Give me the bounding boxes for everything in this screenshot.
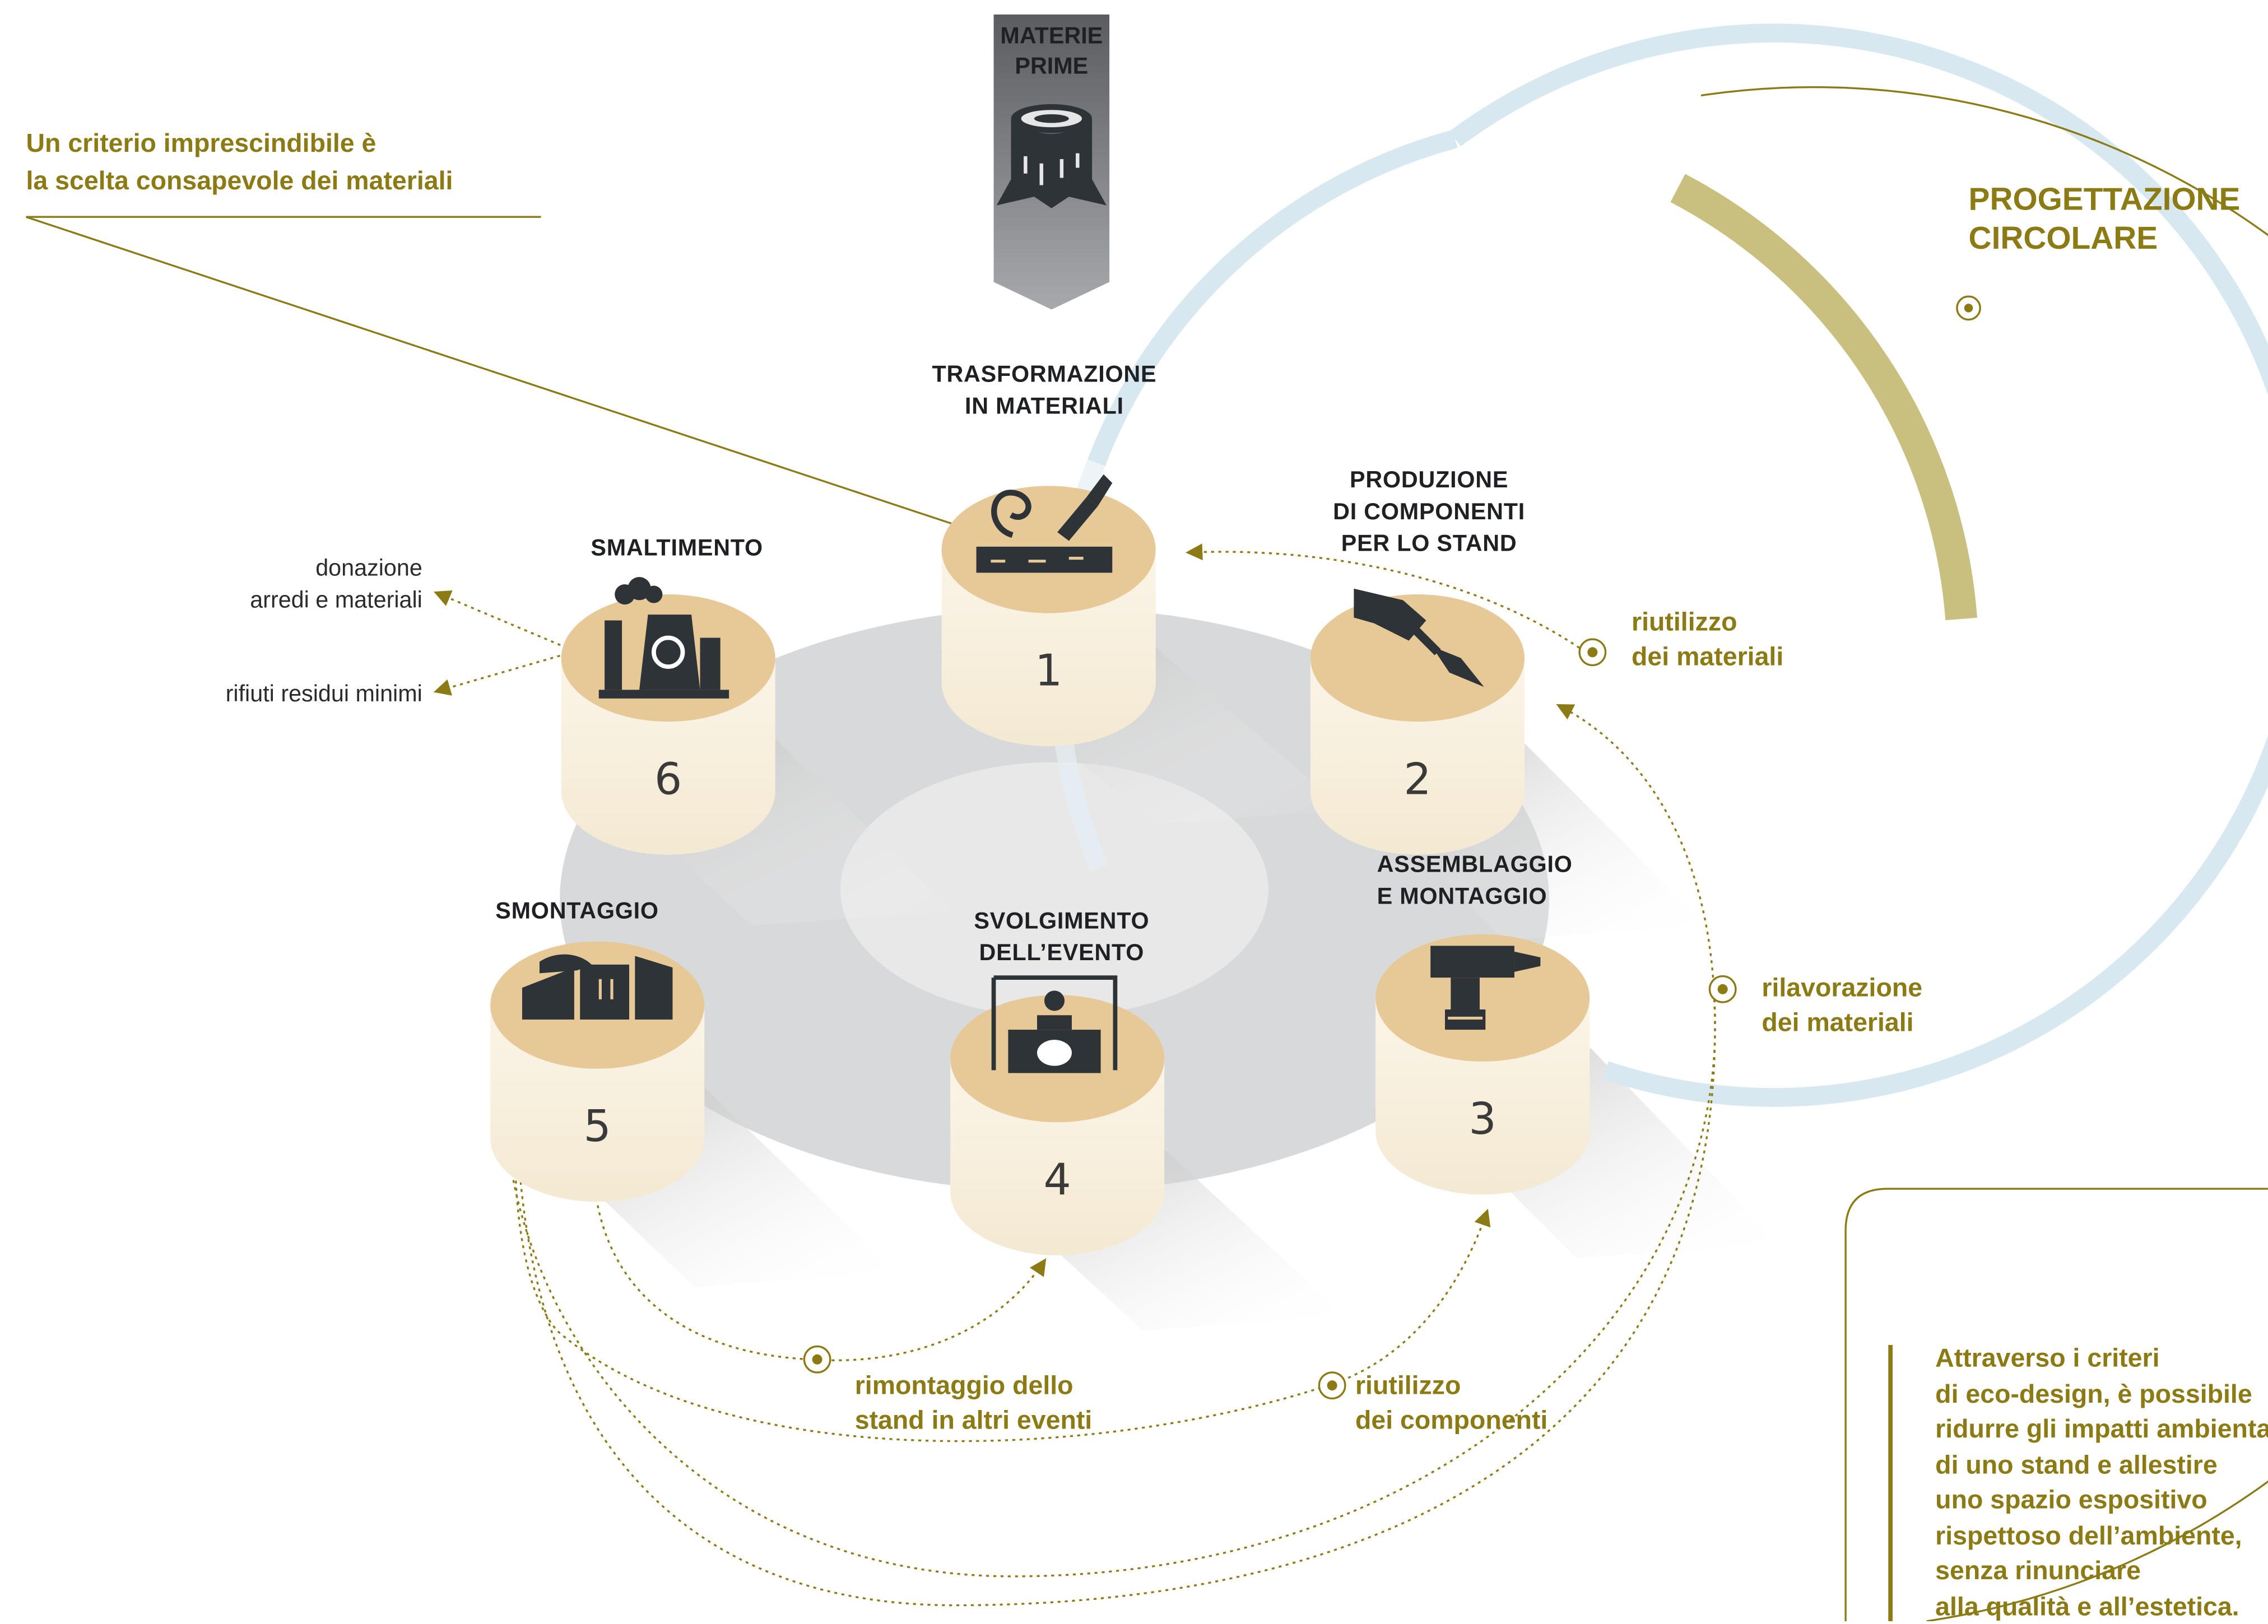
circular-ring-khaki <box>1670 174 1977 621</box>
step-4-number: 4 <box>1044 1155 1071 1205</box>
reuse-materials-line1: riutilizzo <box>1632 607 1737 636</box>
info-box-line: ridurre gli impatti ambientali <box>1935 1414 2268 1444</box>
reassembly-label: rimontaggio dello stand in altri eventi <box>855 1368 1093 1437</box>
paintbrush-hand-icon <box>1354 588 1484 687</box>
step-3-cylinder: 3 <box>1375 934 1590 1195</box>
info-box-line: senza rinunciare <box>1935 1556 2141 1585</box>
flow-residual <box>433 653 568 696</box>
flow-rework-materials <box>1556 704 1715 993</box>
circular-ring-light-blue <box>1449 24 2268 1107</box>
info-box-line: uno spazio espositivo <box>1935 1485 2207 1514</box>
step-1-title-line2: IN MATERIALI <box>964 394 1124 420</box>
step-1-cylinder: 1 <box>941 474 1156 747</box>
step-5-cylinder: 5 <box>490 941 705 1202</box>
intro-text: Un criterio imprescindibile è la scelta … <box>26 124 453 199</box>
info-box-line: alla qualità e all’estetica. <box>1935 1592 2239 1621</box>
info-box-line: di uno stand e allestire <box>1935 1450 2218 1479</box>
intro-line1: Un criterio imprescindibile è <box>26 128 377 158</box>
tree-stump-icon <box>996 104 1107 208</box>
step-1-title: TRASFORMAZIONE IN MATERIALI <box>900 360 1189 424</box>
info-box-line: Attraverso i criteri <box>1935 1343 2160 1372</box>
step-3-title-line1: ASSEMBLAGGIO <box>1377 853 1573 878</box>
residual-waste-note: rifiuti residui minimi <box>225 682 422 708</box>
raw-materials-title: MATERIE PRIME <box>994 22 1110 82</box>
reassembly-line1: rimontaggio dello <box>854 1371 1073 1400</box>
step-2-cylinder: 2 <box>1310 588 1525 855</box>
step-3-title-line2: E MONTAGGIO <box>1377 885 1547 910</box>
reuse-components-label: riutilizzo dei componenti <box>1355 1368 1547 1437</box>
step-4-title-line2: DELL’EVENTO <box>979 941 1145 966</box>
step-5-number: 5 <box>584 1101 611 1152</box>
circular-title-line2: CIRCOLARE <box>1968 220 2158 256</box>
circular-design-title: PROGETTAZIONE CIRCOLARE <box>1969 179 2241 257</box>
exhibition-stand-icon <box>991 975 1118 1073</box>
step-3-title: ASSEMBLAGGIO E MONTAGGIO <box>1377 850 1594 914</box>
rework-materials-line2: dei materiali <box>1762 1008 1914 1037</box>
step-5-title: SMONTAGGIO <box>483 897 671 929</box>
step-2-title: PRODUZIONE DI COMPONENTI PER LO STAND <box>1284 466 1573 561</box>
step-2-title-line1: PRODUZIONE <box>1350 468 1509 494</box>
info-box-text: Attraverso i criteri di eco-design, è po… <box>1935 1341 2268 1624</box>
reuse-components-line1: riutilizzo <box>1355 1371 1461 1400</box>
packed-boxes-icon <box>522 954 673 1020</box>
woodworking-chisel-icon <box>976 474 1113 573</box>
platform-inner-ellipse <box>840 762 1269 1017</box>
raw-materials-line1: MATERIE <box>1000 24 1103 49</box>
raw-materials-line2: PRIME <box>1015 55 1089 80</box>
reuse-materials-line2: dei materiali <box>1632 642 1784 671</box>
power-drill-icon <box>1430 946 1541 1030</box>
flow-reassembly <box>810 1258 1047 1362</box>
step-1-number: 1 <box>1035 646 1062 696</box>
step-2-title-line2: DI COMPONENTI <box>1333 500 1526 525</box>
step-6-title-line1: SMALTIMENTO <box>591 536 763 561</box>
intro-line2: la scelta consapevole dei materiali <box>26 166 453 196</box>
step-2-title-line3: PER LO STAND <box>1341 532 1517 557</box>
circular-title-line1: PROGETTAZIONE <box>1968 180 2241 217</box>
step-6-number: 6 <box>654 754 682 804</box>
reassembly-line2: stand in altri eventi <box>854 1406 1093 1435</box>
step-4-title-line1: SVOLGIMENTO <box>974 909 1150 934</box>
recycling-plant-icon <box>598 577 729 699</box>
step-4-title: SVOLGIMENTO DELL’EVENTO <box>917 907 1206 971</box>
info-box-line: rispettoso dell’ambiente, <box>1935 1520 2242 1550</box>
reuse-components-line2: dei componenti <box>1355 1406 1548 1435</box>
step-6-title: SMALTIMENTO <box>561 534 793 566</box>
rework-materials-line1: rilavorazione <box>1762 973 1923 1003</box>
step-2-number: 2 <box>1403 754 1431 804</box>
donation-note: donazione arredi e materiali <box>159 554 422 618</box>
rework-materials-label: rilavorazione dei materiali <box>1762 970 1922 1040</box>
step-6-cylinder: 6 <box>561 577 775 855</box>
flow-reuse-materials <box>1186 543 1581 649</box>
circular-outer-arc <box>1700 86 2268 1621</box>
reuse-materials-label: riutilizzo dei materiali <box>1632 604 1783 674</box>
flow-reuse-components <box>1327 1208 1491 1386</box>
donation-line2: arredi e materiali <box>250 588 422 613</box>
step-3-number: 3 <box>1468 1094 1496 1144</box>
info-box-line: di eco-design, è possibile <box>1935 1379 2252 1408</box>
step-1-title-line1: TRASFORMAZIONE <box>932 362 1157 388</box>
info-box-frame <box>1844 1188 2268 1621</box>
flow-markers <box>803 638 1737 1400</box>
flow-donation <box>434 590 568 649</box>
step-4-cylinder: 4 <box>950 975 1165 1255</box>
step-5-title-line1: SMONTAGGIO <box>495 899 659 924</box>
donation-line1: donazione <box>315 556 422 581</box>
